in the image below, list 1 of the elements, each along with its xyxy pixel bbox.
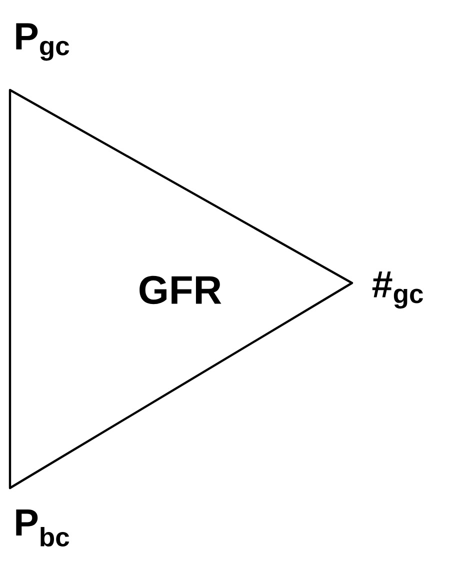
- triangle: GFR: [8, 88, 354, 490]
